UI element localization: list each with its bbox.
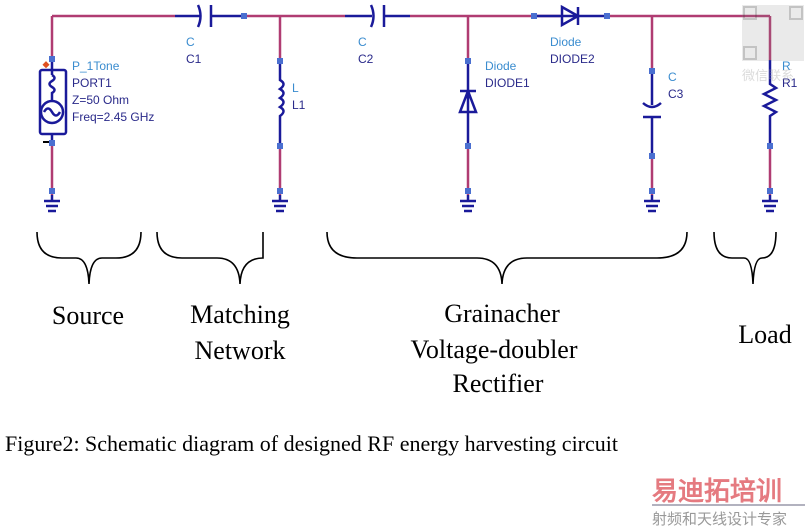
r1-type-label: R (782, 59, 791, 73)
port-type-label: P_1Tone (72, 59, 120, 73)
section-matching-label-2: Network (195, 336, 286, 365)
diode1-name-label: DIODE1 (485, 76, 530, 90)
c2-name-label: C2 (358, 52, 374, 66)
ground-symbols (44, 195, 778, 213)
l1-name-label: L1 (292, 98, 306, 112)
inductor-l1: L L1 (277, 16, 306, 195)
section-load-label: Load (738, 320, 791, 349)
port-freq-label: Freq=2.45 GHz (72, 110, 154, 124)
section-matching-label-1: Matching (190, 300, 290, 329)
diode2-name-label: DIODE2 (550, 52, 595, 66)
brand-watermark: 易迪拓培训 射频和天线设计专家 (652, 477, 805, 528)
c1-name-label: C1 (186, 52, 202, 66)
resistor-r1: R R1 (761, 16, 798, 195)
diode1-type-label: Diode (485, 59, 517, 73)
diode2-type-label: Diode (550, 35, 582, 49)
l1-type-label: L (292, 81, 299, 95)
port-source: P_1Tone PORT1 Z=50 Ohm Freq=2.45 GHz (38, 16, 154, 195)
watermark-tagline: 射频和天线设计专家 (652, 510, 787, 528)
diode-d1: Diode DIODE1 (458, 16, 530, 195)
capacitor-c3: C C3 (642, 16, 684, 195)
c2-type-label: C (358, 35, 367, 49)
section-braces (36, 231, 777, 285)
section-rectifier-label-1: Grainacher (444, 299, 560, 328)
port-impedance-label: Z=50 Ohm (72, 93, 129, 107)
c1-type-label: C (186, 35, 195, 49)
port-name-label: PORT1 (72, 76, 112, 90)
capacitor-c2: C C2 (345, 4, 410, 66)
section-rectifier-label-3: Rectifier (453, 369, 544, 398)
watermark-top-text: 微信联系 (742, 69, 794, 84)
qr-watermark: 微信联系 (742, 5, 804, 84)
c3-name-label: C3 (668, 87, 684, 101)
c3-type-label: C (668, 70, 677, 84)
capacitor-c1: C C1 (175, 4, 245, 66)
watermark-brand: 易迪拓培训 (652, 477, 782, 507)
figure-caption: Figure2: Schematic diagram of designed R… (5, 431, 618, 456)
section-source-label: Source (52, 301, 124, 330)
diode-d2: Diode DIODE2 (535, 4, 605, 66)
pin-markers (49, 13, 773, 194)
r1-name-label: R1 (782, 76, 798, 90)
section-rectifier-label-2: Voltage-doubler (410, 335, 577, 364)
